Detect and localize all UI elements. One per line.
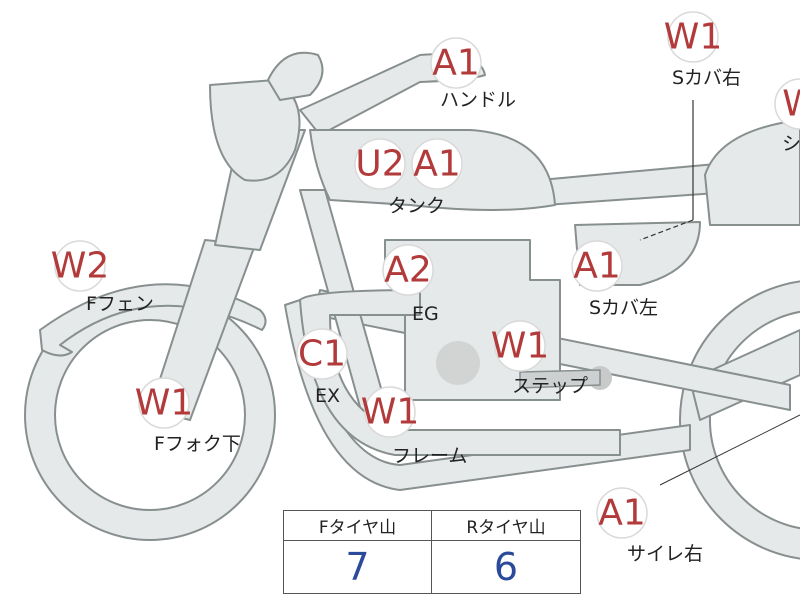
header-rear-tire: Rタイヤ山 [432, 511, 580, 541]
label-f-fender: Fフェン [86, 293, 154, 315]
svg-text:W2: W2 [51, 246, 110, 287]
badge-tank-a1: A1 [411, 138, 463, 190]
seat [704, 119, 800, 226]
label-seat: シ [782, 133, 800, 155]
badge-s-cover-right-w1: W1 [664, 11, 723, 63]
headlight [209, 79, 301, 182]
leader-s-cover-right-2 [639, 219, 694, 241]
svg-text:C1: C1 [298, 334, 346, 375]
badge-handle-a1: A1 [430, 37, 482, 89]
svg-text:W: W [782, 84, 800, 125]
badge-silencer-right-a1: A1 [596, 487, 648, 539]
badge-s-cover-left-a1: A1 [571, 240, 623, 292]
step-bar [519, 369, 601, 389]
svg-text:A1: A1 [413, 144, 461, 185]
svg-text:A1: A1 [432, 43, 480, 84]
label-exhaust: EX [315, 385, 340, 407]
badge-seat-w: W [774, 78, 800, 130]
exhaust-pipe [299, 289, 621, 456]
badge-engine-a2: A2 [382, 244, 434, 296]
badge-f-fender-w2: W2 [51, 240, 110, 292]
label-step: ステップ [512, 375, 588, 397]
badge-tank-u2: U2 [354, 138, 406, 190]
svg-text:W1: W1 [135, 383, 194, 424]
header-front-tire: Fタイヤ山 [284, 511, 432, 541]
label-s-cover-right: Sカバ右 [672, 67, 741, 89]
leader-silencer-right [659, 414, 800, 486]
label-engine: EG [412, 303, 439, 325]
label-frame: フレーム [392, 445, 467, 467]
badge-frame-w1: W1 [361, 386, 420, 438]
badge-step-w1: W1 [491, 320, 550, 372]
label-handle: ハンドル [440, 89, 516, 111]
label-silencer-right: サイレ右 [627, 543, 703, 565]
svg-text:A1: A1 [573, 246, 621, 287]
label-f-fork-lower: Fフォク下 [154, 433, 241, 455]
tire-tread-table: Fタイヤ山 Rタイヤ山 7 6 [283, 510, 581, 594]
rear-wheel [679, 280, 800, 560]
svg-text:W1: W1 [664, 17, 723, 58]
label-tank: タンク [388, 195, 445, 217]
svg-text:A2: A2 [384, 250, 432, 291]
label-s-cover-left: Sカバ左 [589, 297, 658, 319]
value-front-tire: 7 [284, 541, 432, 593]
svg-text:W1: W1 [491, 326, 550, 367]
engine-case-cover [436, 341, 480, 385]
meter [267, 51, 324, 101]
svg-text:A1: A1 [598, 493, 646, 534]
value-rear-tire: 6 [493, 545, 519, 589]
badge-exhaust-c1: C1 [296, 328, 348, 380]
svg-text:U2: U2 [355, 144, 404, 185]
svg-text:W1: W1 [361, 392, 420, 433]
badge-f-fork-lower-w1: W1 [135, 377, 194, 429]
